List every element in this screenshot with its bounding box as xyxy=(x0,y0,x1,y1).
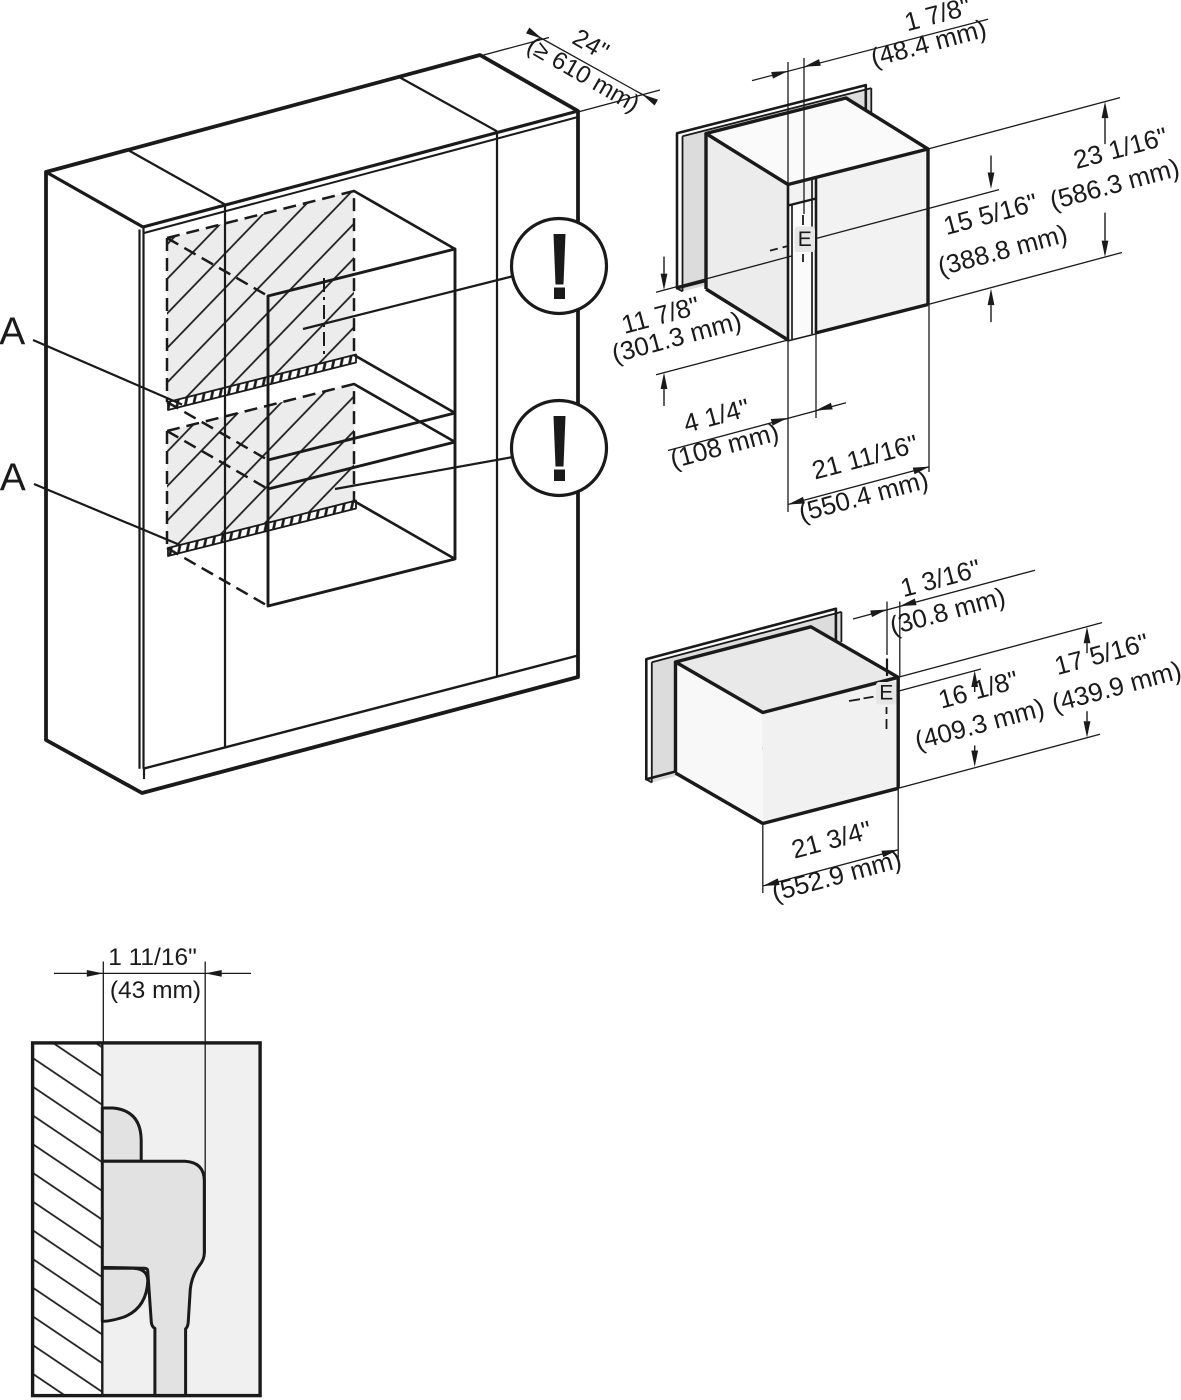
svg-text:(43 mm): (43 mm) xyxy=(110,977,201,1004)
svg-text:E: E xyxy=(879,682,893,705)
svg-text:A: A xyxy=(0,456,26,499)
svg-text:1 11/16": 1 11/16" xyxy=(108,944,197,971)
svg-text:E: E xyxy=(798,228,812,251)
svg-text:A: A xyxy=(0,310,25,353)
